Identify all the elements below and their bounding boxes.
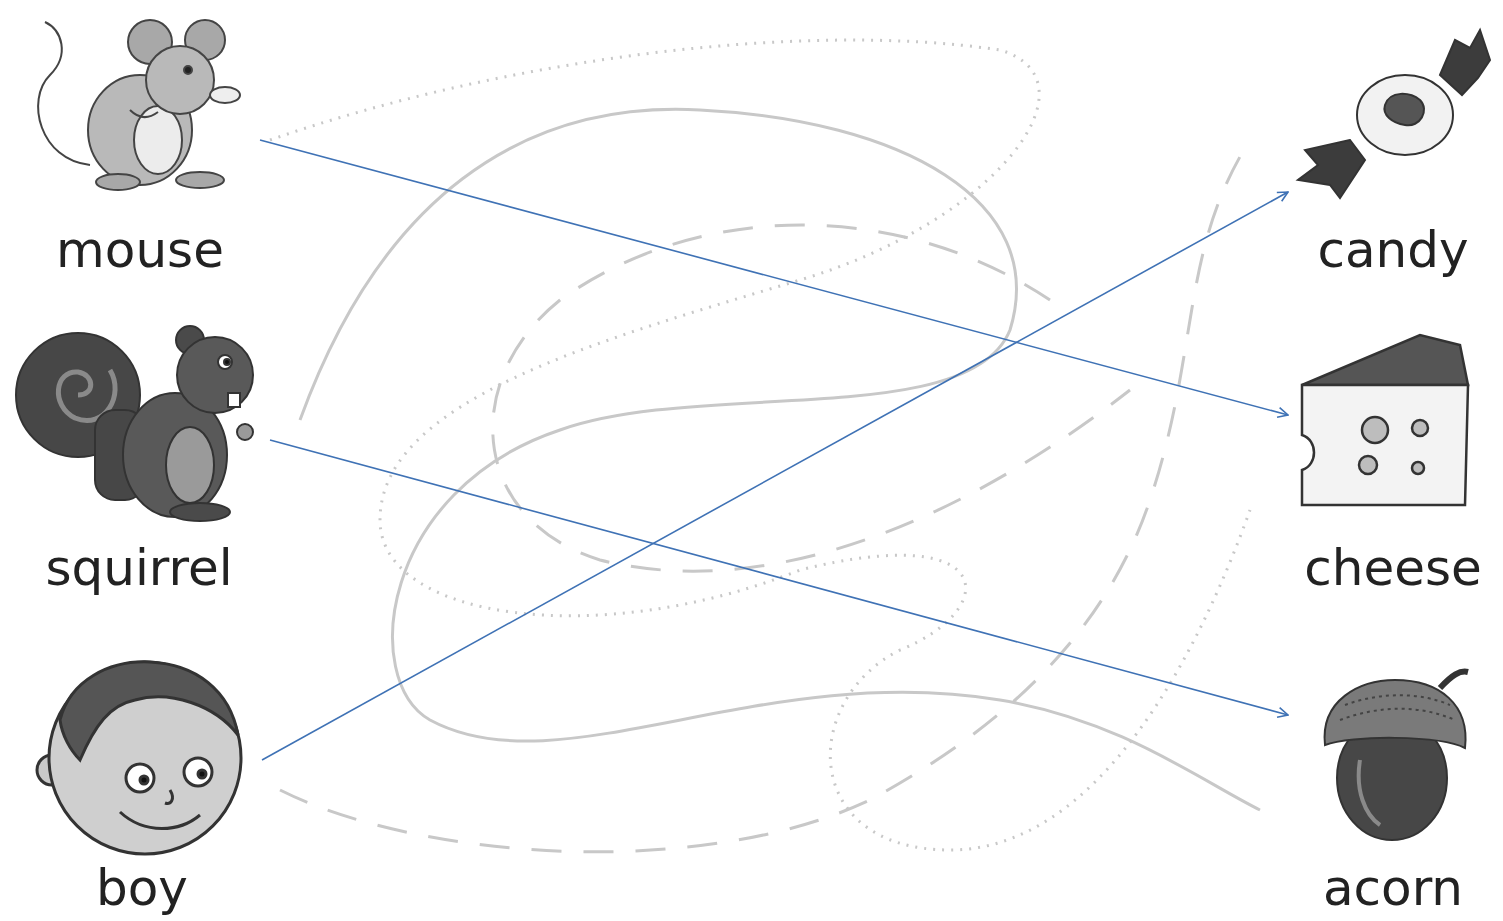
cheese-picture: [1302, 335, 1468, 505]
squirrel-eye: [218, 355, 232, 369]
mouse-paw: [130, 110, 158, 117]
candy-twist: [1440, 30, 1490, 95]
cheese-hole: [1359, 456, 1377, 474]
candy-wrapper: [1357, 75, 1453, 155]
boy-nose: [165, 790, 173, 803]
acorn-card: acorn: [1288, 652, 1498, 916]
word-label: boy: [92, 861, 192, 916]
acorn-picture: [1325, 672, 1468, 840]
squirrel-card: squirrel: [8, 312, 270, 596]
cheese-front: [1302, 385, 1468, 505]
squirrel-foot: [170, 503, 230, 521]
cheese-hole: [1412, 462, 1424, 474]
maze-dashed-line: [280, 140, 1250, 852]
acorn-cap-texture: [1340, 695, 1455, 720]
cheese-hole: [1412, 420, 1428, 436]
boy-picture: [37, 662, 241, 854]
boy-mouth: [120, 812, 200, 829]
candy-middle: [1384, 94, 1424, 125]
acorn-shine: [1359, 760, 1380, 825]
squirrel-pupil: [224, 359, 230, 365]
candy-card: candy: [1288, 12, 1498, 278]
cheese-hole: [1362, 417, 1388, 443]
mouse-foot: [96, 174, 140, 190]
boy-card: boy: [22, 648, 262, 916]
mouse-eye: [184, 66, 192, 74]
boy-pupil: [198, 770, 206, 778]
word-label: squirrel: [41, 541, 236, 596]
boy-eye: [126, 764, 154, 792]
squirrel-head: [177, 337, 253, 413]
match-arrow: [270, 440, 1288, 715]
squirrel-teeth: [228, 393, 240, 407]
squirrel-paw: [237, 424, 253, 440]
squirrel-belly: [166, 427, 214, 503]
word-label: cheese: [1300, 541, 1486, 596]
word-label: acorn: [1319, 861, 1467, 916]
cheese-card: cheese: [1288, 318, 1498, 596]
maze-solid-line: [300, 109, 1260, 810]
mouse-nose: [210, 87, 240, 103]
acorn-cap: [1325, 680, 1466, 748]
mouse-foot: [176, 172, 224, 188]
boy-eye: [184, 758, 212, 786]
boy-head: [49, 662, 241, 854]
mouse-picture: [38, 20, 240, 190]
word-label: candy: [1313, 223, 1472, 278]
mouse-tail: [38, 22, 90, 165]
acorn-stem: [1440, 672, 1468, 688]
maze-dotted-line: [270, 40, 1250, 850]
boy-hair: [60, 662, 238, 760]
cheese-top: [1302, 335, 1468, 385]
candy-twist: [1298, 140, 1365, 198]
mouse-head: [146, 46, 214, 114]
candy-picture: [1298, 30, 1490, 198]
mouse-card: mouse: [20, 10, 260, 278]
boy-pupil: [140, 776, 148, 784]
word-label: mouse: [52, 223, 228, 278]
match-arrow: [262, 192, 1288, 760]
squirrel-picture: [16, 326, 253, 521]
maze-lines: [270, 40, 1260, 852]
maze-dashed-line: [493, 225, 1130, 571]
